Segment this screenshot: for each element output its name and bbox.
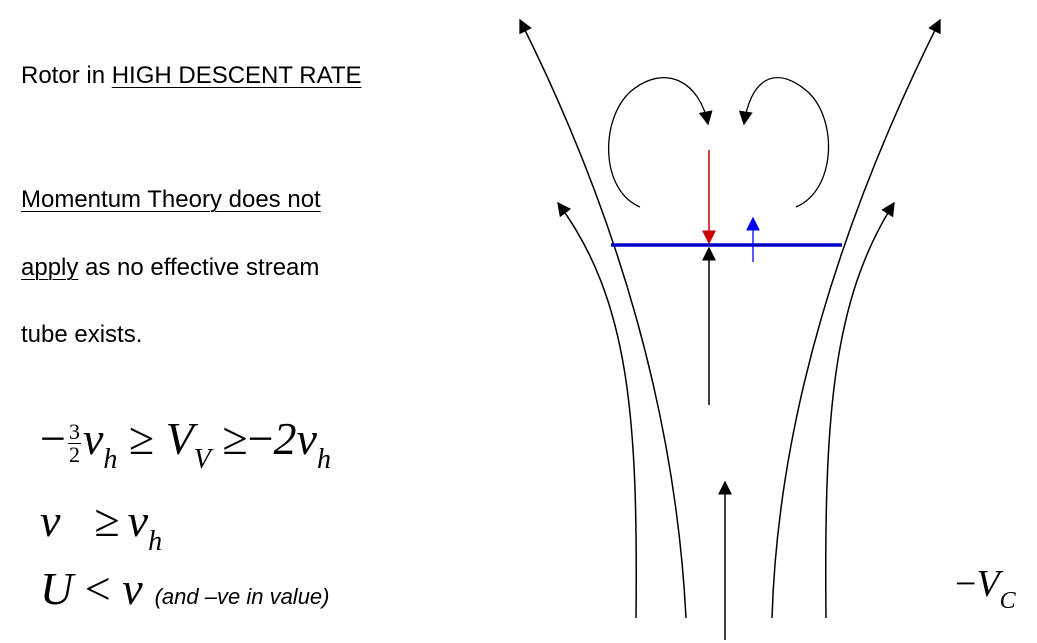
body-line-3: tube exists. — [21, 321, 142, 349]
eq1-geq2: ≥− — [210, 413, 274, 464]
eq3-note: (and –ve in value) — [154, 584, 330, 609]
body-line-2: apply as no effective stream — [21, 254, 319, 282]
right-recirculation-loop — [738, 77, 830, 208]
eq2-vh-sub: h — [148, 526, 163, 557]
body-line-1: Momentum Theory does not — [21, 186, 321, 214]
vc-V: V — [976, 563, 1000, 605]
inner-left-streamline — [557, 201, 638, 619]
title-prefix: Rotor in — [21, 62, 112, 89]
eq1-v: v — [82, 413, 104, 464]
eq1-2v: 2v — [273, 413, 317, 464]
title-underlined: HIGH DESCENT RATE — [111, 62, 362, 89]
outer-right-streamline — [771, 18, 941, 619]
eq1-2v-sub: h — [316, 444, 331, 475]
outer-left-streamline — [519, 18, 687, 619]
eq1-frac-den: 2 — [68, 441, 80, 467]
body-line-2-rest: as no effective stream — [78, 254, 320, 281]
body-line-1-text: Momentum Theory does not — [21, 186, 321, 213]
eq2-vh: v — [127, 495, 149, 546]
body-line-2-underlined: apply — [21, 254, 79, 281]
eq3-lt: < — [73, 563, 123, 614]
vc-label: −VC — [955, 562, 1016, 614]
eq3-v: v — [122, 563, 143, 614]
vc-sub: C — [999, 588, 1016, 614]
eq1-V-sub: V — [193, 444, 211, 475]
eq2-v: v — [40, 495, 61, 546]
eq1-minus: − — [40, 413, 66, 464]
vc-minus: − — [955, 563, 977, 605]
slide-title: Rotor in HIGH DESCENT RATE — [21, 62, 362, 90]
left-recirculation-loop — [607, 76, 713, 208]
eq1-V: V — [165, 413, 194, 464]
eq2-geq: ≥ — [94, 495, 120, 546]
eq1-geq1: ≥ — [117, 413, 166, 464]
equation-3: U < v (and –ve in value) — [40, 562, 330, 615]
inner-right-streamline — [824, 201, 895, 619]
eq1-frac-num: 3 — [67, 418, 81, 444]
eq3-U: U — [40, 563, 74, 614]
equation-2: v≥vh — [40, 494, 162, 557]
body-line-3-text: tube exists. — [21, 321, 143, 348]
eq1-v-sub: h — [103, 444, 118, 475]
